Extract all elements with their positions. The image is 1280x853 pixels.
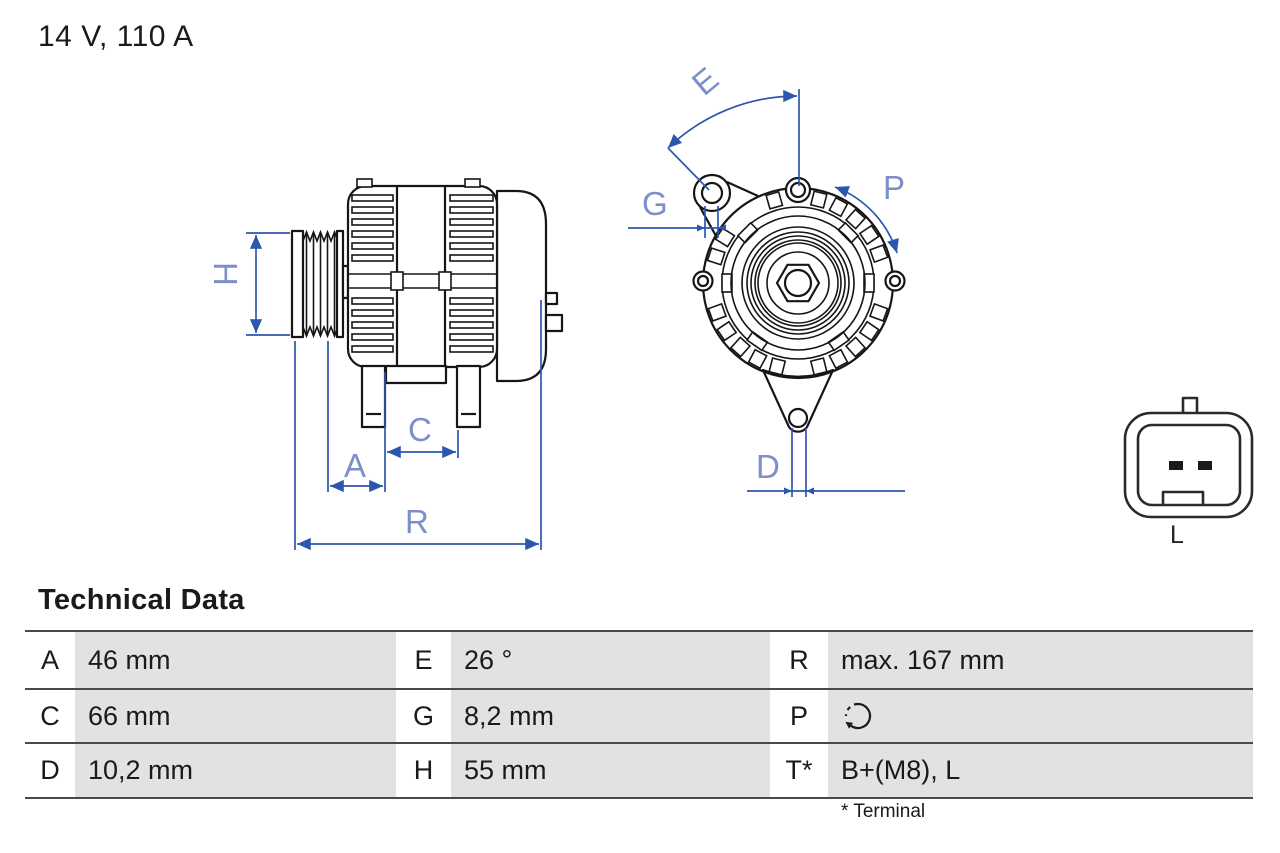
table-value-r: max. 167 mm [828, 632, 1253, 690]
table-key-d: D [25, 744, 75, 799]
table-value-d: 10,2 mm [75, 744, 396, 799]
alternator-front-view [692, 173, 906, 433]
dimension-label-a: A [344, 447, 366, 484]
dimension-label-d: D [756, 448, 780, 485]
table-key-e: E [396, 632, 451, 690]
table-value-g: 8,2 mm [451, 690, 770, 744]
connector-terminal-label: L [1170, 521, 1184, 549]
dimension-label-e: E [685, 60, 726, 102]
table-value-h: 55 mm [451, 744, 770, 799]
cooling-fins-left [351, 194, 394, 353]
technical-data-table: A 46 mm E 26 ° R max. 167 mm C 66 mm G 8… [25, 630, 1253, 799]
table-key-h: H [396, 744, 451, 799]
table-key-a: A [25, 632, 75, 690]
alternator-technical-drawing: H A C R [207, 60, 1254, 551]
alternator-side-view [290, 178, 564, 429]
connector-pin [1169, 461, 1183, 470]
connector-pin [1198, 461, 1212, 470]
dimension-label-p: P [883, 169, 905, 206]
table-value-c: 66 mm [75, 690, 396, 744]
terminal-footnote: * Terminal [841, 801, 926, 822]
side-view-dimensions: H A C R [207, 232, 542, 551]
table-value-t: B+(M8), L [828, 744, 1253, 799]
cooling-fins-right [449, 194, 494, 353]
technical-data-title: Technical Data [38, 584, 245, 616]
table-value-e: 26 ° [451, 632, 770, 690]
dimension-label-h: H [207, 262, 244, 286]
rotation-clockwise-icon [844, 702, 872, 730]
dimension-label-r: R [405, 503, 429, 540]
front-view-dimensions: E G P D [628, 60, 905, 497]
table-key-g: G [396, 690, 451, 744]
voltage-current-rating: 14 V, 110 A [38, 20, 194, 53]
table-key-t: T* [770, 744, 828, 799]
connector-plug-diagram: L [1123, 396, 1254, 549]
table-value-a: 46 mm [75, 632, 396, 690]
table-key-r: R [770, 632, 828, 690]
dimension-label-c: C [408, 411, 432, 448]
table-key-c: C [25, 690, 75, 744]
table-value-p [828, 690, 1253, 744]
table-key-p: P [770, 690, 828, 744]
dimension-label-g: G [642, 185, 668, 222]
